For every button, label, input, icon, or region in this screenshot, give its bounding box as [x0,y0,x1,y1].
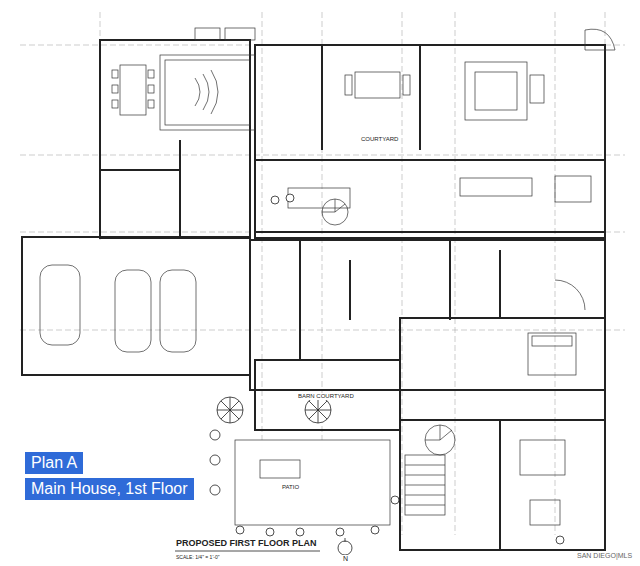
plan-annotation: COURTYARD [360,136,399,143]
trees [210,194,564,544]
furniture [40,28,615,525]
plan-label: Main House, 1st Floor [25,478,194,500]
plan-annotation: PATIO [281,484,300,491]
plan-label: Plan A [25,452,83,474]
north-arrow [175,538,352,555]
plan-annotation: N [342,555,349,563]
plan-annotation: SCALE: 1/4" = 1'-0" [175,555,221,561]
grid-lines [20,12,625,535]
plan-annotation: BARN COURTYARD [297,393,355,400]
walls [22,40,605,550]
plan-annotation: SAN DIEGO|MLS [576,552,633,560]
plan-label-box: Plan A Main House, 1st Floor [25,452,194,504]
plan-title: PROPOSED FIRST FLOOR PLAN [175,539,318,549]
